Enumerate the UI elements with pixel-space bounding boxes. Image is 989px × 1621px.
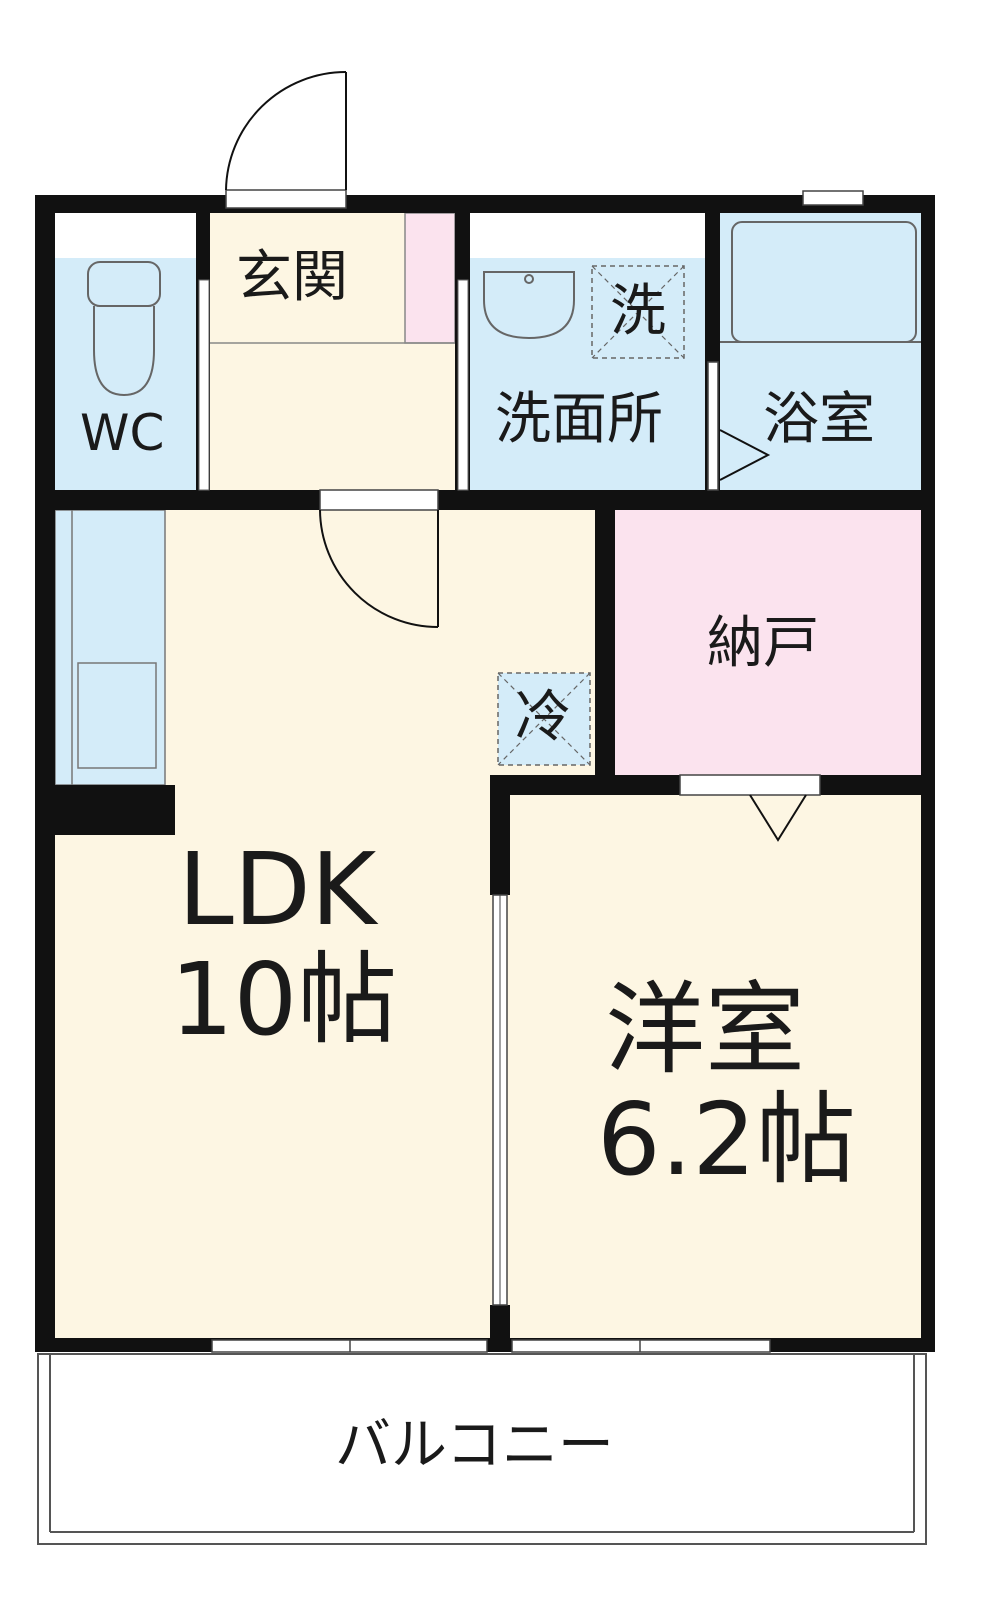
nando-label: 納戸 [707, 611, 819, 676]
bath-door [707, 361, 771, 491]
yoshitsu-name-label: 洋室 [605, 971, 805, 1088]
yoshitsu-size-label: 6.2帖 [597, 1081, 857, 1198]
ldk-door [319, 489, 439, 628]
fridge-label: 冷 [515, 685, 571, 750]
nando-room [615, 510, 921, 775]
entrance-door [225, 71, 347, 209]
genkan-label: 玄関 [236, 245, 348, 310]
balcony-label: バルコニー [335, 1413, 614, 1478]
ldk-size-label: 10帖 [170, 941, 398, 1058]
washer-label: 洗 [610, 279, 666, 344]
toilet-icon [87, 261, 161, 397]
shoe-closet [404, 212, 456, 344]
ldk-name-label: LDK [178, 831, 377, 948]
balcony-windows [211, 1339, 771, 1353]
bath-room [720, 213, 921, 490]
yoshitsu-room [510, 795, 921, 1345]
wc-label: WC [80, 404, 165, 462]
sink [77, 662, 157, 769]
bathtub-icon [720, 221, 921, 343]
washbasin-icon [483, 271, 575, 340]
nando-door [679, 774, 821, 842]
bath-label: 浴室 [763, 387, 875, 452]
balcony-area [37, 1353, 927, 1545]
senmenjo-label: 洗面所 [495, 387, 663, 452]
wc-room [55, 258, 196, 490]
